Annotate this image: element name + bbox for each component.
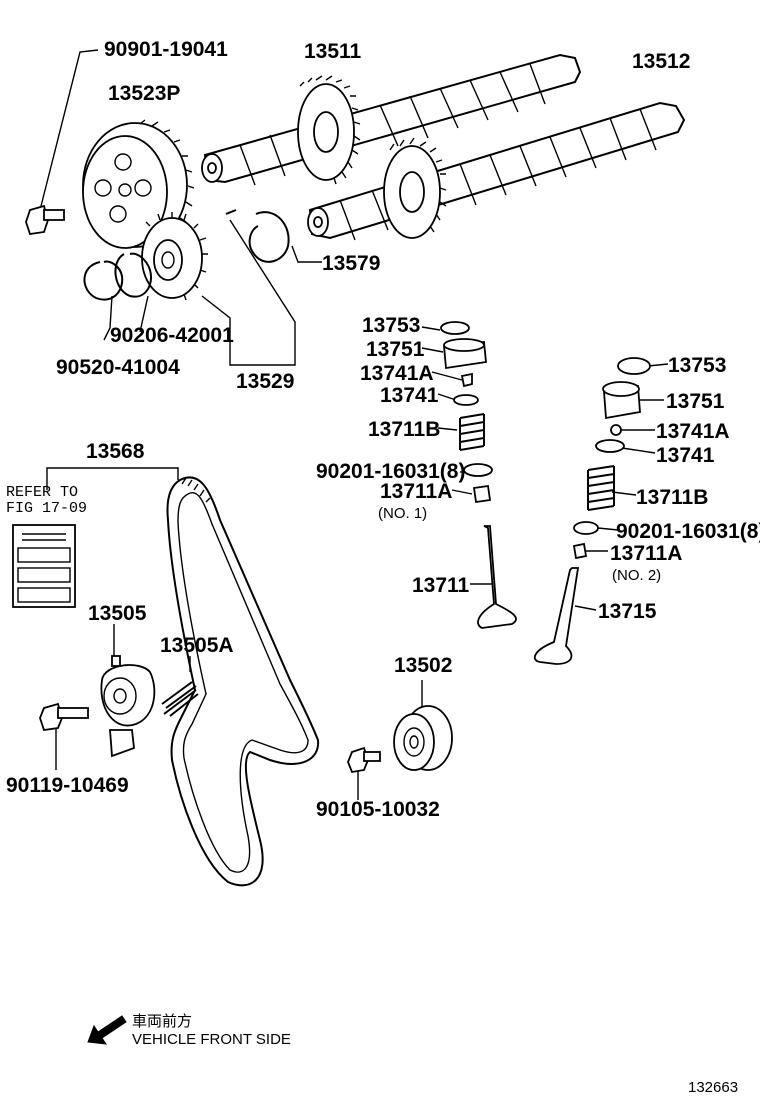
label-13505: 13505 [88, 602, 147, 625]
label-90206-42001: 90206-42001 [110, 324, 234, 347]
camshaft-13511 [201, 53, 582, 186]
label-13711b-no2: 13711B [636, 486, 708, 509]
label-13505a: 13505A [160, 634, 234, 657]
label-13711a-no1: 13711A [380, 480, 452, 503]
label-90201-16031-no1: 90201-16031(8) [316, 460, 465, 483]
label-no1: (NO. 1) [378, 505, 427, 522]
label-13502: 13502 [394, 654, 452, 677]
label-13711a-no2: 13711A [610, 542, 682, 565]
label-no2: (NO. 2) [612, 567, 661, 584]
bolt-90105-10032 [347, 746, 381, 774]
refer-figure-thumbnail [12, 524, 76, 608]
label-90520-41004: 90520-41004 [56, 356, 180, 379]
label-13711b-no1: 13711B [368, 418, 440, 441]
timing-belt-13568 [166, 476, 320, 887]
refer-fig-text: FIG 17-09 [6, 500, 87, 517]
label-13741a-no1: 13741A [360, 362, 434, 385]
leader-lines [39, 49, 669, 800]
bolt-90901-19041 [25, 204, 65, 235]
label-13529: 13529 [236, 370, 294, 393]
camshaft-13512 [307, 101, 686, 241]
valve-train-no1 [440, 321, 517, 629]
label-13753-no2: 13753 [668, 354, 726, 377]
label-13511: 13511 [304, 40, 362, 63]
label-13753-no1: 13753 [362, 314, 420, 337]
label-13512: 13512 [632, 50, 690, 73]
label-13751-no2: 13751 [666, 390, 725, 413]
bolt-90119-10469 [39, 702, 89, 731]
vehicle-front-label-jp: 車両前方 [132, 1013, 192, 1030]
tension-spring-13505a [161, 681, 199, 717]
label-13579: 13579 [322, 252, 380, 275]
vehicle-front-label-en: VEHICLE FRONT SIDE [132, 1031, 291, 1048]
tensioner-13505 [100, 655, 156, 758]
valve-train-no2 [533, 357, 651, 665]
label-13523p: 13523P [108, 82, 180, 105]
label-13715: 13715 [598, 600, 657, 623]
label-13741-no1: 13741 [380, 384, 439, 407]
label-13711: 13711 [412, 574, 470, 597]
figure-number: 132663 [688, 1079, 738, 1096]
timing-gear-13529 [141, 212, 208, 301]
label-90201-16031-no2: 90201-16031(8) [616, 520, 760, 543]
camshaft-timing-pulley-13523p [82, 119, 195, 249]
label-13741-no2: 13741 [656, 444, 715, 467]
label-13568: 13568 [86, 440, 145, 463]
vehicle-front-arrow-icon [87, 1015, 127, 1045]
label-90119-10469: 90119-10469 [6, 774, 129, 797]
label-90105-10032: 90105-10032 [316, 798, 440, 821]
label-13751-no1: 13751 [366, 338, 425, 361]
snap-rings [83, 209, 290, 301]
refer-to-text: REFER TO [6, 484, 78, 501]
label-90901-19041: 90901-19041 [104, 38, 228, 61]
idler-pulley-13502 [393, 705, 453, 771]
label-13741a-no2: 13741A [656, 420, 730, 443]
